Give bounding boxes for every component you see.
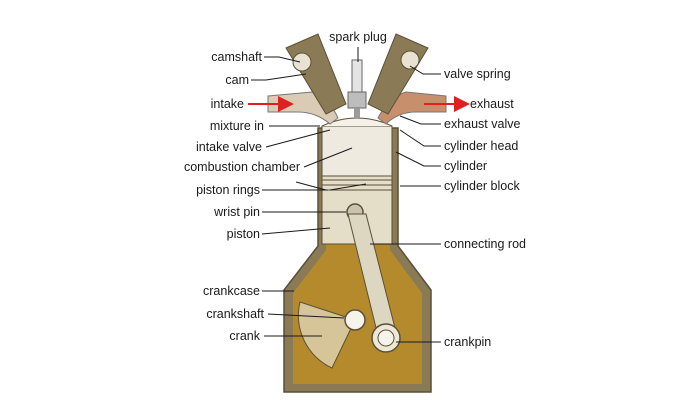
label-intake-valve: intake valve [196,140,262,154]
label-spark-plug: spark plug [329,30,387,44]
label-cylinder: cylinder [444,159,487,173]
camshaft-housing-right [367,33,429,115]
label-piston-rings: piston rings [196,183,260,197]
label-mixture-in: mixture in [210,119,264,133]
label-valve-spring: valve spring [444,67,511,81]
label-cylinder-block: cylinder block [444,179,520,193]
crankshaft-journal [344,309,366,331]
label-intake: intake [211,97,244,111]
label-crankpin: crankpin [444,335,491,349]
crankpin-bore [377,329,395,347]
label-wrist-pin: wrist pin [213,205,260,219]
crank-counterweight [297,301,356,369]
spark-plug [347,59,367,118]
label-piston: piston [227,227,260,241]
label-exhaust: exhaust [470,97,514,111]
label-cylinder-head: cylinder head [444,139,518,153]
label-crank: crank [229,329,260,343]
camshaft-housing-left [285,33,347,115]
label-exhaust-valve: exhaust valve [444,117,520,131]
label-combustion-chamber: combustion chamber [184,160,300,174]
leader-lines [251,47,441,343]
label-camshaft: camshaft [211,50,262,64]
label-connecting-rod: connecting rod [444,237,526,251]
label-crankshaft: crankshaft [206,307,264,321]
label-cam: cam [225,73,249,87]
label-crankcase: crankcase [203,284,260,298]
